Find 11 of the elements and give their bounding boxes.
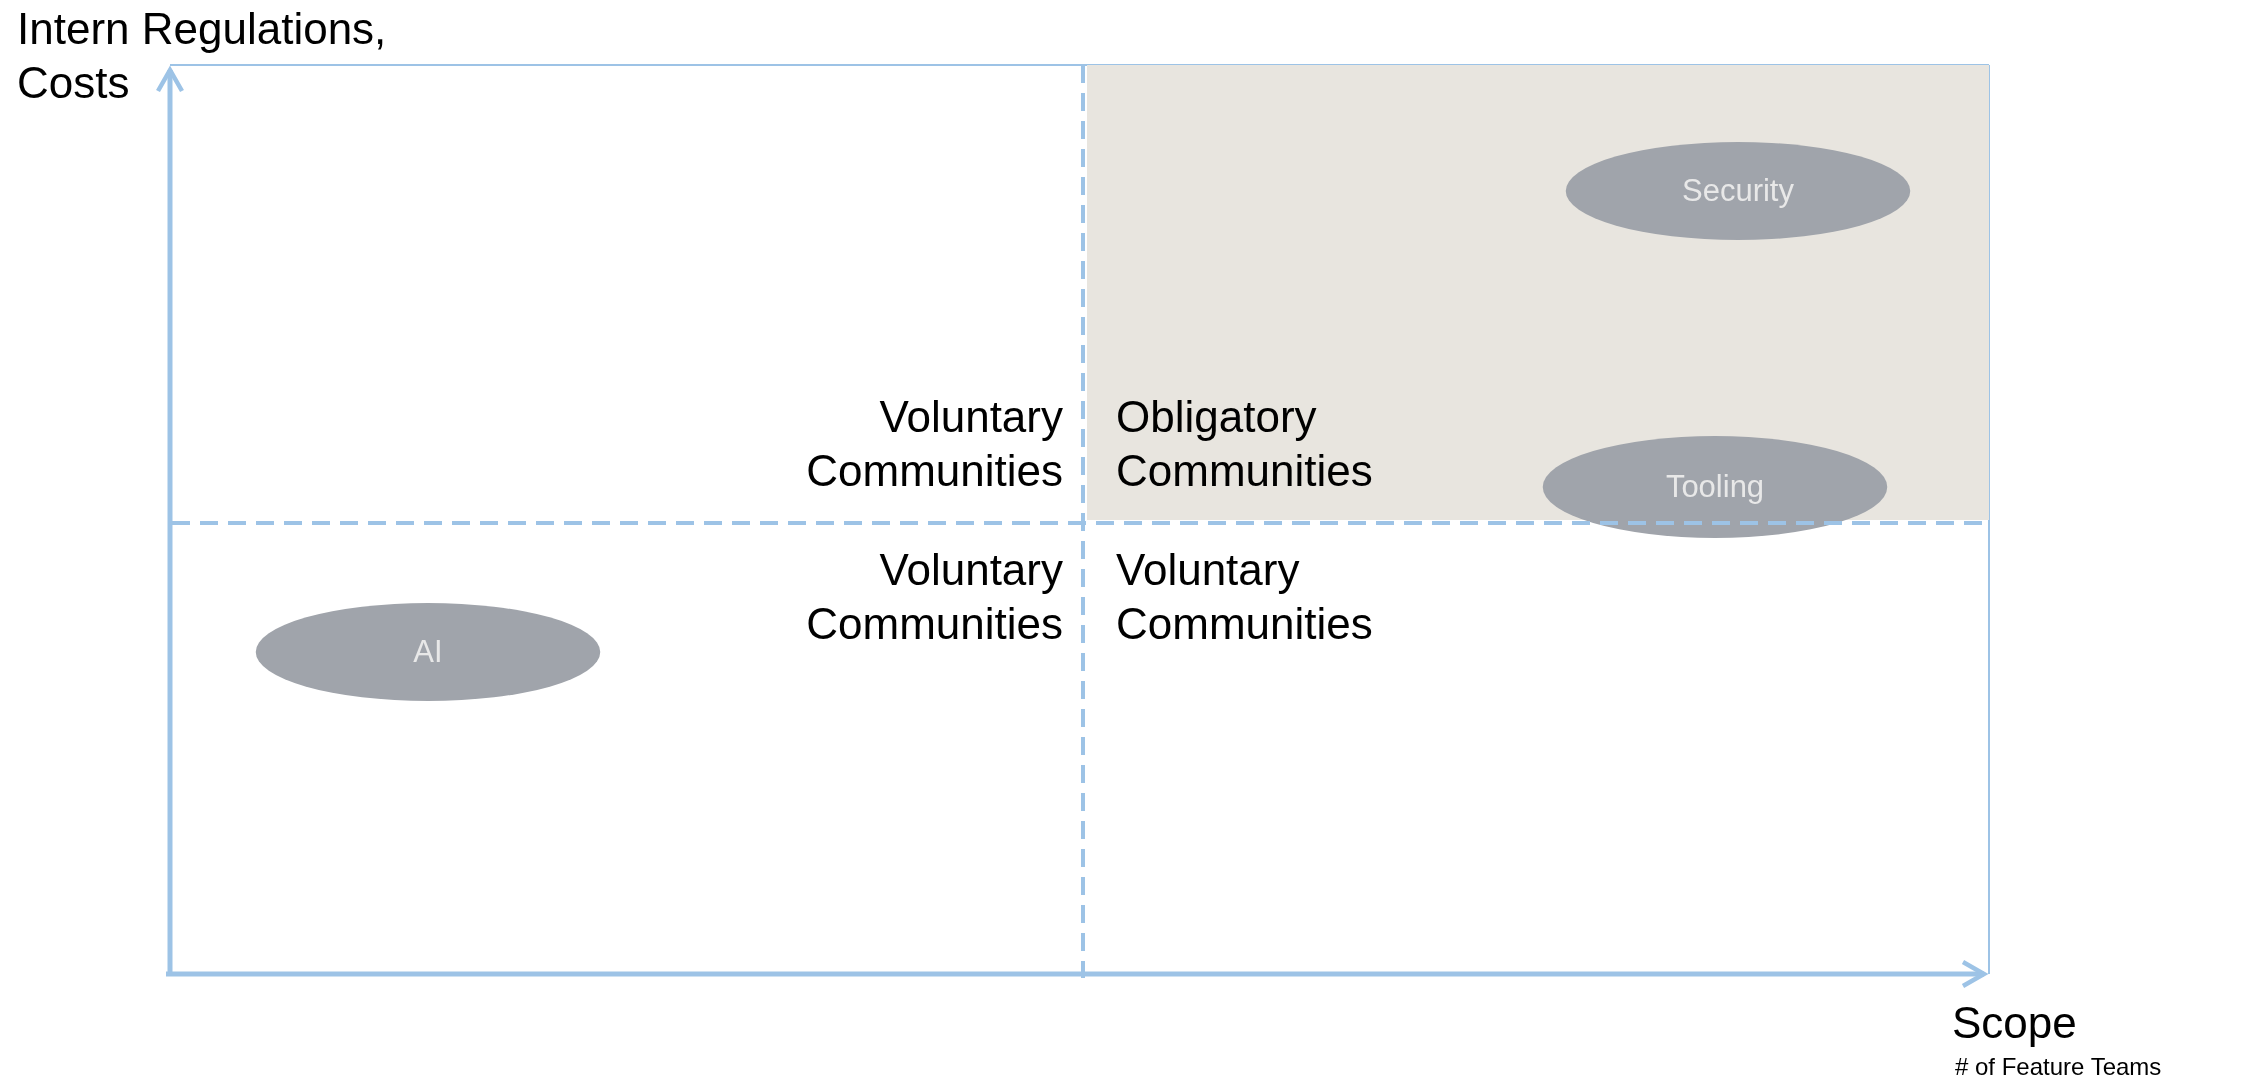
- quadrant-label: Voluntary Communities: [1116, 544, 1374, 650]
- quadrant-label: Obligatory Communities: [1116, 391, 1373, 497]
- axis-title: Scope: [1952, 997, 2078, 1049]
- quadrant-label: Voluntary Communities: [805, 391, 1063, 497]
- quadrant-label: Voluntary Communities: [805, 544, 1063, 650]
- topic-ellipse: Security: [1564, 141, 1912, 241]
- axis-subtitle: # of Feature Teams: [1955, 1052, 2163, 1081]
- axis-title: Intern Regulations, Costs: [17, 3, 388, 109]
- topic-ellipse: Tooling: [1541, 435, 1889, 539]
- topic-ellipse: AI: [254, 602, 602, 702]
- shaded-quadrant: [1087, 65, 1989, 520]
